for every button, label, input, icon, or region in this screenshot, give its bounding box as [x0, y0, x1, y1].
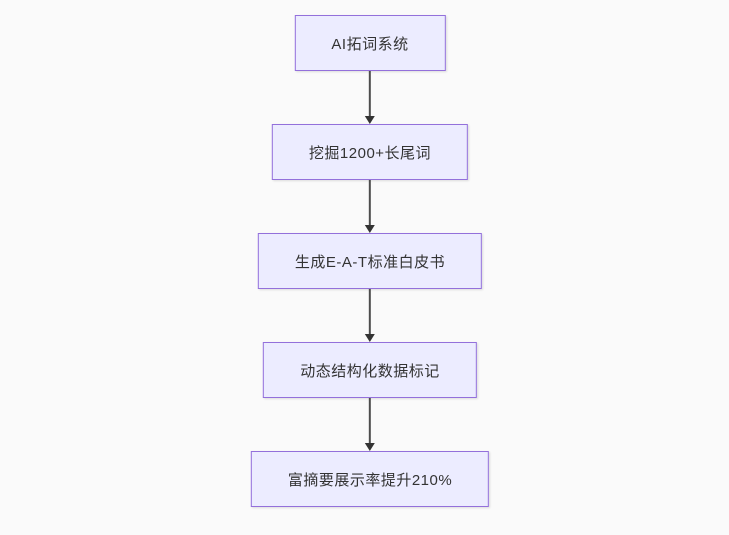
flowchart-edge — [365, 289, 375, 342]
flowchart-node-structured-data-markup: 动态结构化数据标记 — [263, 342, 477, 398]
edge-line — [369, 71, 371, 117]
node-label: AI拓词系统 — [331, 35, 409, 53]
edge-line — [369, 180, 371, 226]
flowchart-edge — [365, 180, 375, 233]
edge-line — [369, 398, 371, 444]
arrowhead-down-icon — [365, 443, 375, 451]
flowchart-node-rich-snippet-rate: 富摘要展示率提升210% — [250, 451, 490, 507]
node-label: 生成E-A-T标准白皮书 — [294, 253, 446, 271]
edge-line — [369, 289, 371, 335]
arrowhead-down-icon — [365, 334, 375, 342]
arrowhead-down-icon — [365, 116, 375, 124]
arrowhead-down-icon — [365, 225, 375, 233]
node-label: 富摘要展示率提升210% — [287, 471, 453, 489]
flowchart-canvas: AI拓词系统 挖掘1200+长尾词 生成E-A-T标准白皮书 动态结构化数据标记… — [250, 15, 490, 507]
flowchart-edge — [365, 398, 375, 451]
node-label: 挖掘1200+长尾词 — [308, 144, 432, 162]
flowchart-node-ai-expand-system: AI拓词系统 — [294, 15, 446, 71]
flowchart-node-eat-whitepaper: 生成E-A-T标准白皮书 — [257, 233, 483, 289]
flowchart-edge — [365, 71, 375, 124]
node-label: 动态结构化数据标记 — [300, 362, 440, 380]
flowchart-node-longtail-keywords: 挖掘1200+长尾词 — [271, 124, 469, 180]
